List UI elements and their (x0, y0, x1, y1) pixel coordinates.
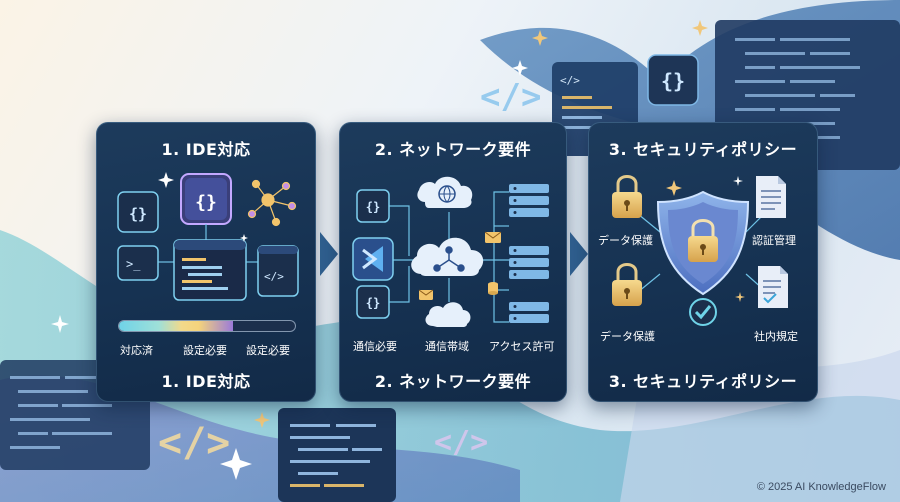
code-braces-icon: {} (180, 173, 232, 225)
label-access-permission: アクセス許可 (489, 340, 555, 353)
svg-text:{}: {} (195, 192, 217, 213)
code-braces-icon: {} (356, 189, 390, 223)
terminal-icon: >_ (117, 245, 159, 281)
network-illustration: {} {} (352, 176, 549, 327)
server-icon (509, 184, 549, 217)
panel-footer: 3. セキュリティポリシー (608, 372, 798, 391)
progress-fill (119, 321, 234, 331)
label-communication-required: 通信必要 (353, 340, 397, 353)
svg-text:{}: {} (661, 69, 685, 93)
network-graph-icon (247, 179, 297, 227)
editor-window (173, 239, 247, 301)
label-supported: 対応済 (120, 344, 153, 357)
svg-text:</>: </> (480, 77, 541, 117)
panel-title: 1. IDE対応 (161, 140, 251, 159)
label-data-protection: データ保護 (600, 330, 655, 343)
svg-text:{}: {} (129, 205, 147, 223)
svg-text:>_: >_ (126, 257, 141, 271)
label-authentication-management: 認証管理 (752, 234, 796, 247)
panel-title: 3. セキュリティポリシー (608, 140, 798, 159)
copyright-text: © 2025 AI KnowledgeFlow (756, 481, 886, 493)
label-config-required: 設定必要 (246, 344, 290, 357)
code-braces-icon: {} (356, 285, 390, 319)
svg-text:{}: {} (366, 296, 380, 310)
mail-icon (418, 289, 434, 300)
flow-arrow (320, 232, 338, 276)
vscode-icon (352, 237, 394, 281)
server-icon (509, 302, 549, 323)
label-bandwidth: 通信帯域 (425, 340, 469, 353)
shield-lock-icon (656, 190, 750, 296)
label-data-protection: データ保護 (598, 234, 653, 247)
panel-title: 2. ネットワーク要件 (374, 140, 532, 159)
ide-progress-bar (118, 320, 296, 332)
document-icon (758, 266, 788, 308)
panel-ide-support: 1. IDE対応 {} {} (96, 122, 316, 402)
panel-network-requirements: 2. ネットワーク要件 {} {} (339, 122, 567, 402)
label-internal-rules: 社内規定 (754, 330, 798, 343)
cloud-icon (411, 237, 484, 276)
flow-arrow (570, 232, 588, 276)
panel-footer: 1. IDE対応 (161, 372, 251, 391)
svg-text:</>: </> (264, 270, 284, 283)
panel-security-policy: 3. セキュリティポリシー (588, 122, 818, 402)
svg-text:</>: </> (434, 425, 488, 460)
code-braces-icon: {} (117, 191, 159, 233)
code-window-icon: </> (257, 245, 299, 297)
mail-icon (484, 231, 502, 243)
checkmark-icon (689, 298, 717, 326)
svg-text:{}: {} (366, 200, 380, 214)
svg-text:</>: </> (158, 420, 230, 466)
server-icon (509, 246, 549, 279)
ide-illustration: {} {} >_ (117, 172, 299, 301)
document-icon (756, 176, 786, 218)
security-illustration (612, 175, 788, 326)
panel-footer: 2. ネットワーク要件 (374, 372, 532, 391)
cloud-icon (417, 176, 473, 208)
padlock-icon (612, 263, 642, 306)
database-icon (488, 282, 498, 295)
padlock-icon (612, 175, 642, 218)
cloud-icon (425, 302, 471, 327)
svg-text:</>: </> (560, 74, 580, 87)
label-config-required: 設定必要 (183, 344, 227, 357)
